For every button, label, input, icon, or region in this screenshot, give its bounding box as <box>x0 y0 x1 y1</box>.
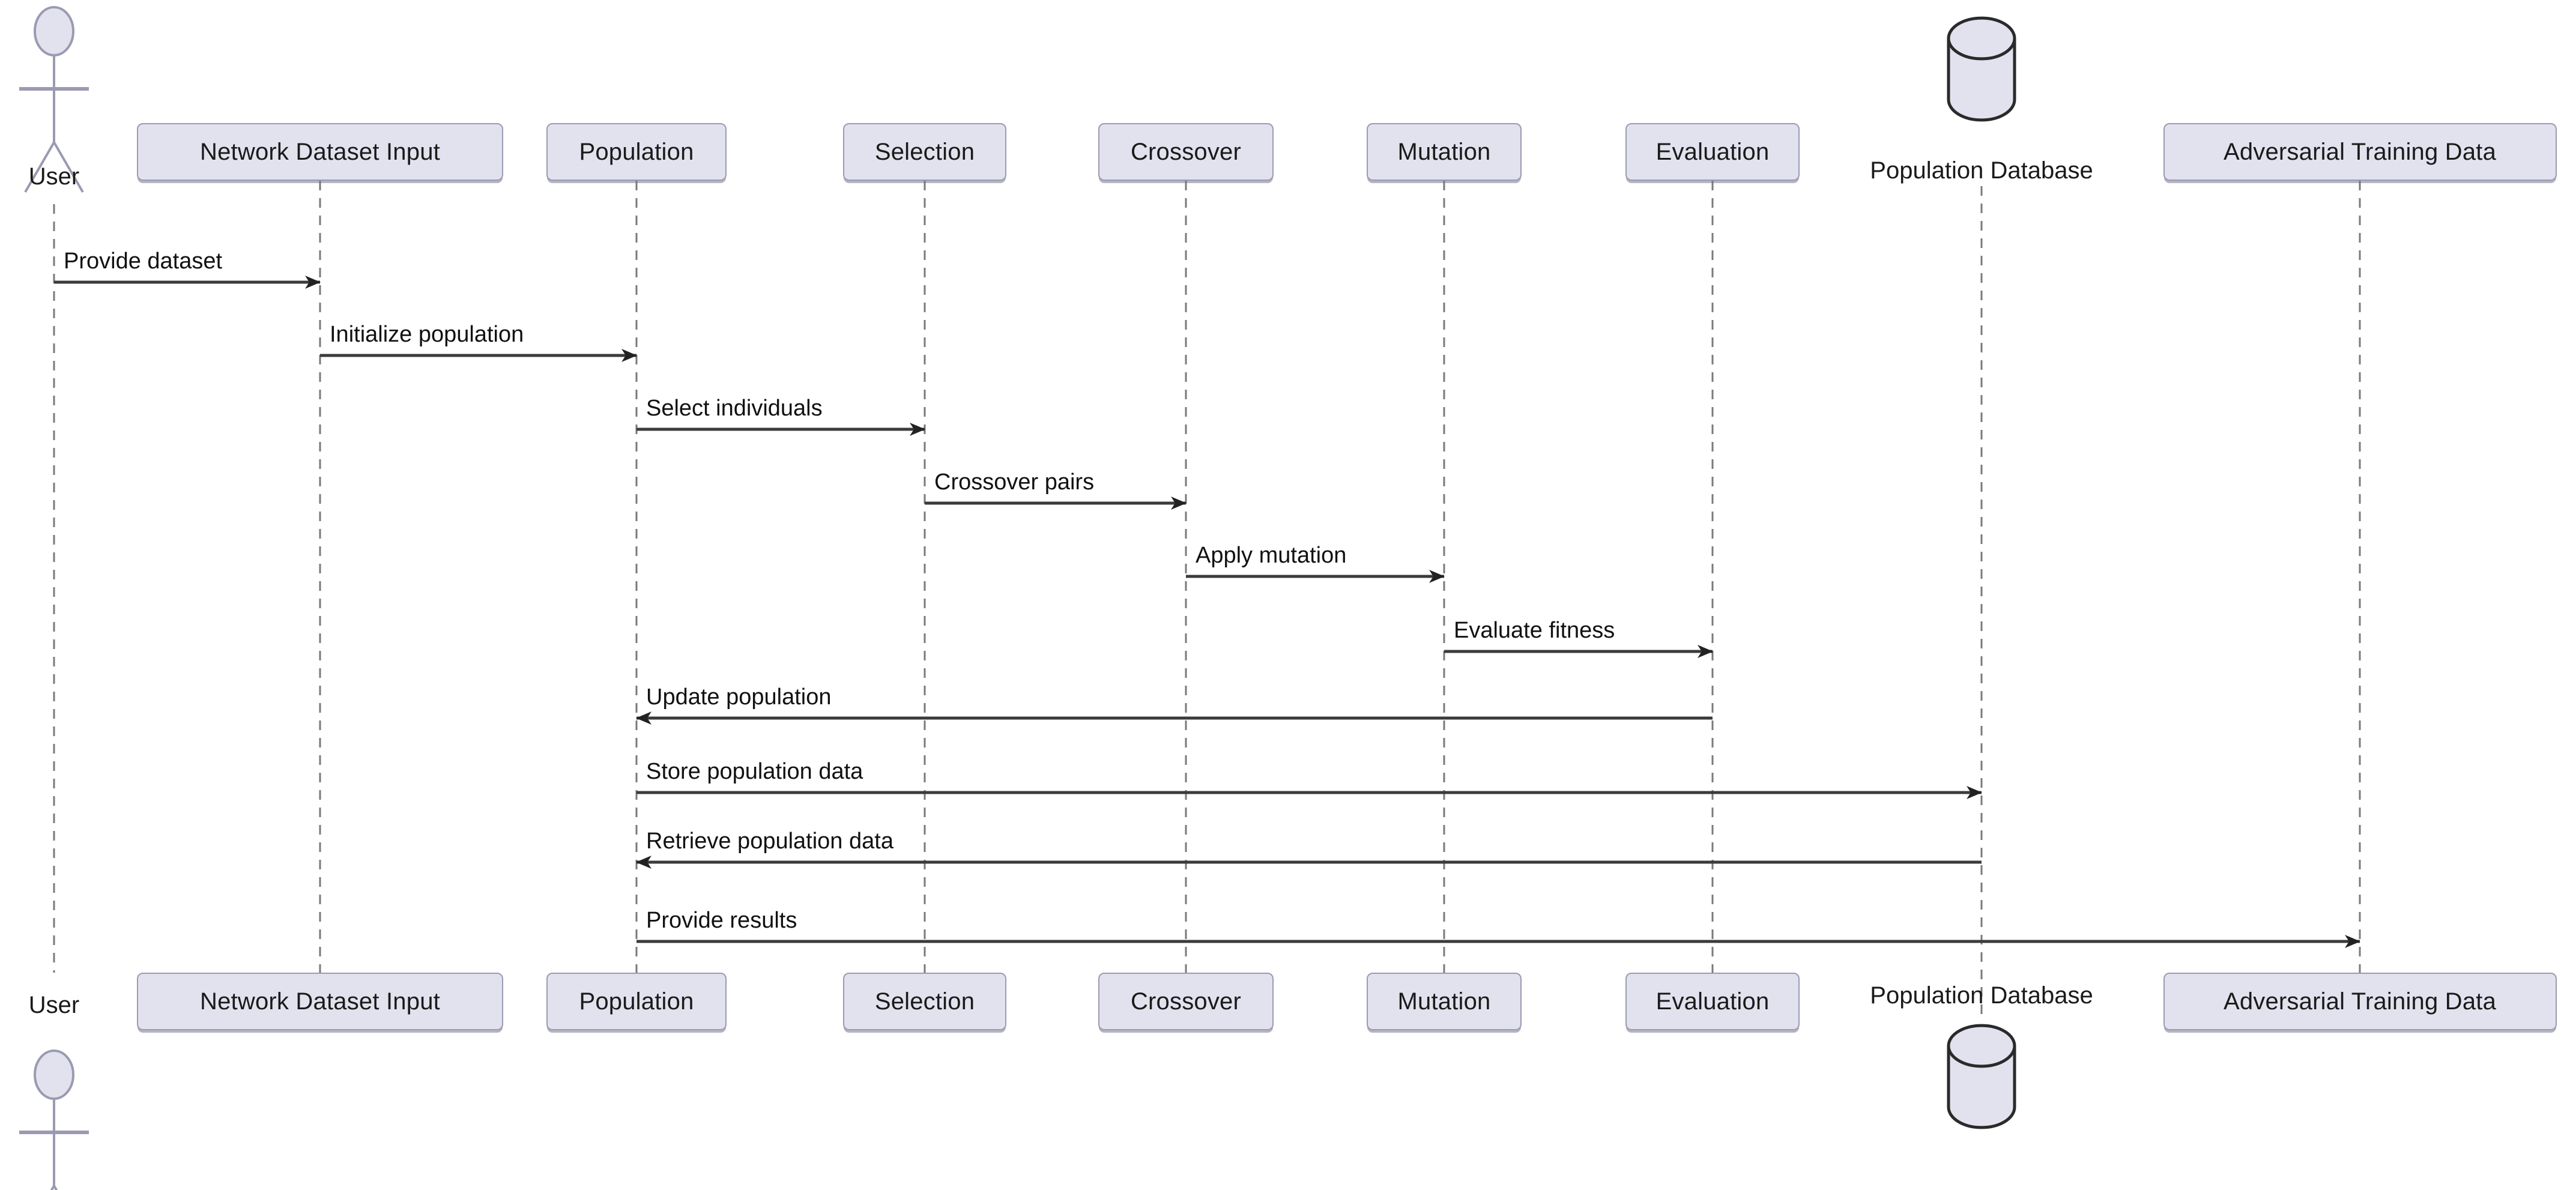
participant-box-eval-top[interactable]: Evaluation <box>1625 123 1800 181</box>
actor-figure-user-top[interactable] <box>19 6 89 193</box>
participant-label: Selection <box>874 988 975 1015</box>
participant-box-dataset-bottom[interactable]: Network Dataset Input <box>137 973 503 1030</box>
participant-box-pop-bottom[interactable]: Population <box>546 973 727 1030</box>
message-label-2: Initialize population <box>330 322 524 347</box>
message-label-3: Select individuals <box>646 396 823 421</box>
actor-figures-group <box>19 6 89 1190</box>
participant-label: Evaluation <box>1655 138 1770 165</box>
participant-label: Selection <box>874 138 975 165</box>
participant-label: Crossover <box>1130 988 1242 1015</box>
participant-label: Mutation <box>1397 138 1491 165</box>
participant-label: Population <box>579 138 694 165</box>
participant-box-mut-bottom[interactable]: Mutation <box>1367 973 1522 1030</box>
database-cylinder-db-top[interactable] <box>1947 16 2016 122</box>
participant-box-adv-top[interactable]: Adversarial Training Data <box>2163 123 2557 181</box>
message-label-5: Apply mutation <box>1196 543 1347 568</box>
participant-box-pop-top[interactable]: Population <box>546 123 727 181</box>
participant-box-adv-bottom[interactable]: Adversarial Training Data <box>2163 973 2557 1030</box>
participant-box-eval-bottom[interactable]: Evaluation <box>1625 973 1800 1030</box>
message-label-1: Provide dataset <box>64 249 223 274</box>
database-cylinder-db-bottom[interactable] <box>1947 1024 2016 1129</box>
database-cylinders-group <box>1947 16 2016 1129</box>
message-arrows-group <box>54 276 2360 948</box>
actor-label-user-top: User <box>28 163 80 190</box>
participant-label: Adversarial Training Data <box>2223 988 2497 1015</box>
message-label-10: Provide results <box>646 908 797 933</box>
participant-box-dataset-top[interactable]: Network Dataset Input <box>137 123 503 181</box>
message-label-6: Evaluate fitness <box>1454 618 1615 643</box>
lifelines-group <box>53 181 2361 1015</box>
participant-box-sel-bottom[interactable]: Selection <box>843 973 1006 1030</box>
participant-box-cross-bottom[interactable]: Crossover <box>1098 973 1274 1030</box>
participant-label: Evaluation <box>1655 988 1770 1015</box>
participant-box-sel-top[interactable]: Selection <box>843 123 1006 181</box>
message-label-8: Store population data <box>646 759 863 784</box>
participant-label: Network Dataset Input <box>200 138 440 165</box>
message-label-9: Retrieve population data <box>646 829 893 854</box>
participant-box-cross-top[interactable]: Crossover <box>1098 123 1274 181</box>
actor-label-user-bottom: User <box>28 992 80 1018</box>
actor-figure-user-bottom[interactable] <box>19 1050 89 1190</box>
participant-label: Mutation <box>1397 988 1491 1015</box>
participant-label-db-top: Population Database <box>1870 157 2093 184</box>
message-label-7: Update population <box>646 684 832 710</box>
participant-label: Adversarial Training Data <box>2223 138 2497 165</box>
participant-label-db-bottom: Population Database <box>1870 982 2093 1009</box>
participant-label: Population <box>579 988 694 1015</box>
participant-box-mut-top[interactable]: Mutation <box>1367 123 1522 181</box>
participant-label: Crossover <box>1130 138 1242 165</box>
participant-label: Network Dataset Input <box>200 988 440 1015</box>
message-label-4: Crossover pairs <box>934 470 1095 495</box>
